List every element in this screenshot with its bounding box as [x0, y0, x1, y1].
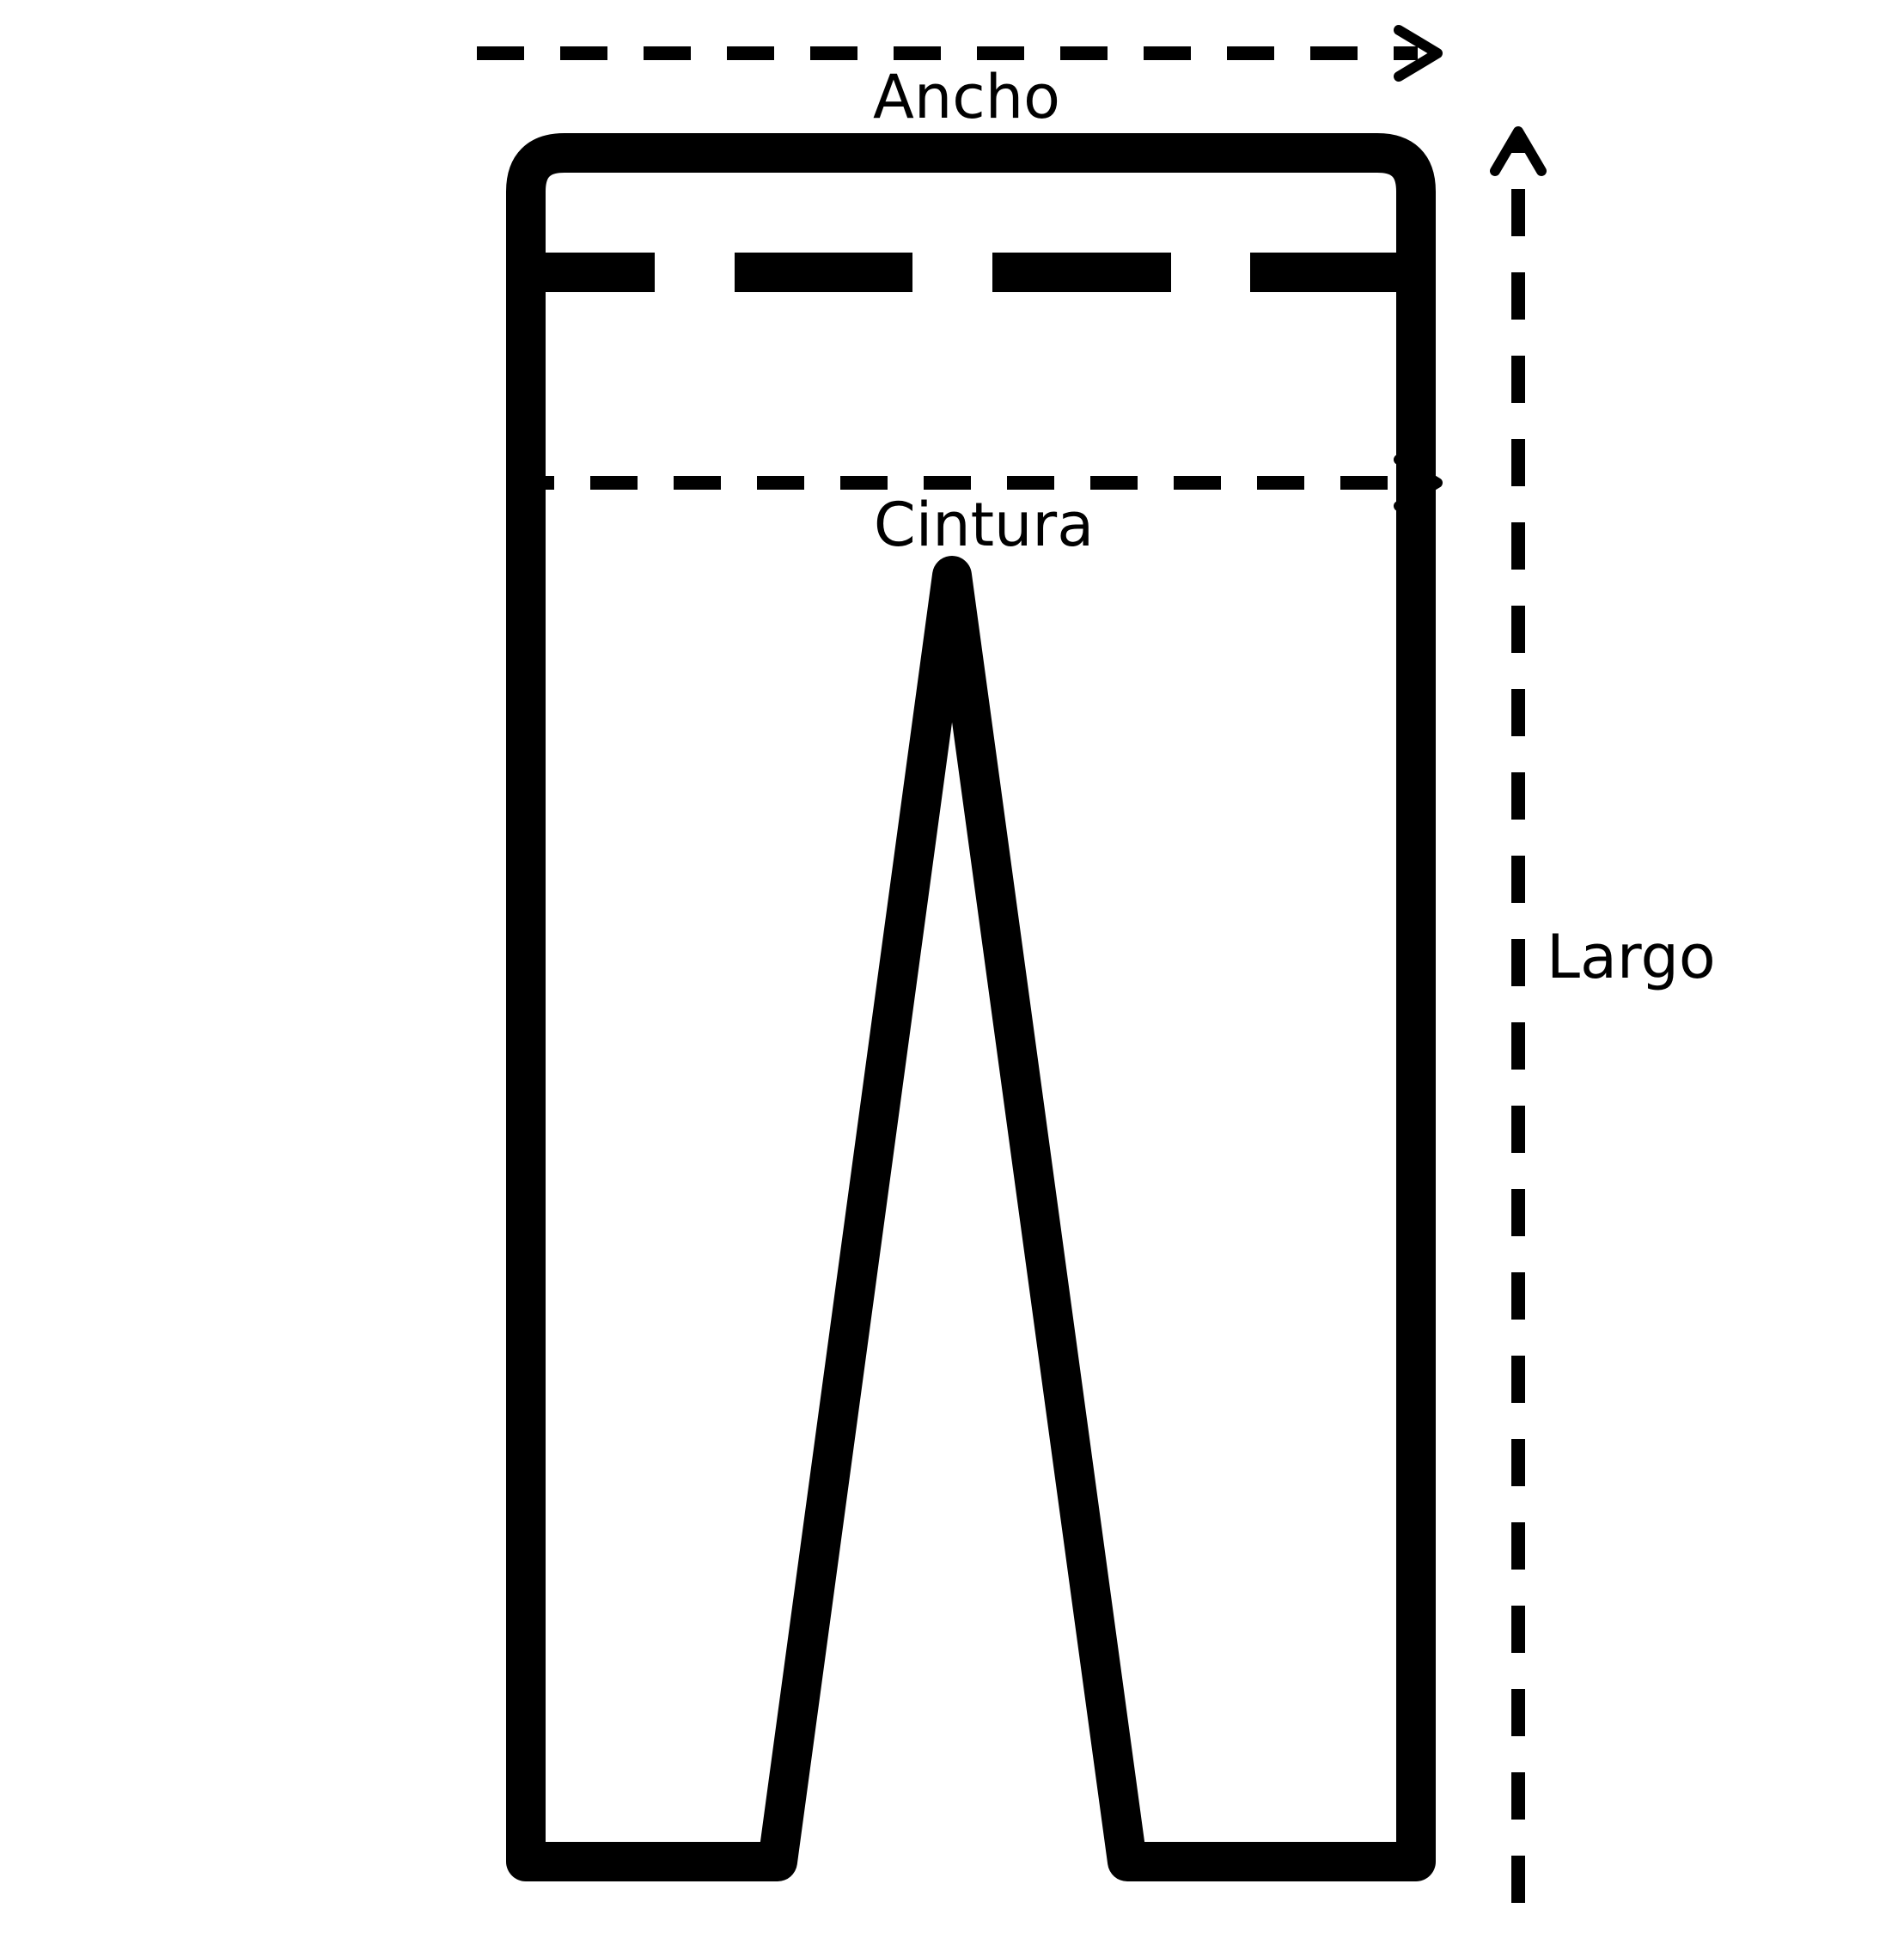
- width-arrowhead: [1394, 25, 1443, 82]
- waistband-dash: [507, 253, 655, 292]
- waist-arrow: [507, 454, 1443, 511]
- length-arrow: [1490, 126, 1547, 1903]
- waistband-dash: [992, 253, 1171, 292]
- width-arrow: [477, 25, 1443, 82]
- length-arrowhead: [1490, 126, 1547, 176]
- length-label: Largo: [1547, 922, 1716, 992]
- waistband-dash: [735, 253, 912, 292]
- pants-outline: [506, 133, 1436, 1881]
- waistband-dash: [1250, 253, 1396, 292]
- waist-arrowhead: [1394, 454, 1443, 511]
- waist-label: Cintura: [874, 490, 1094, 560]
- width-label: Ancho: [873, 62, 1060, 132]
- waistband-stitching: [507, 253, 1396, 292]
